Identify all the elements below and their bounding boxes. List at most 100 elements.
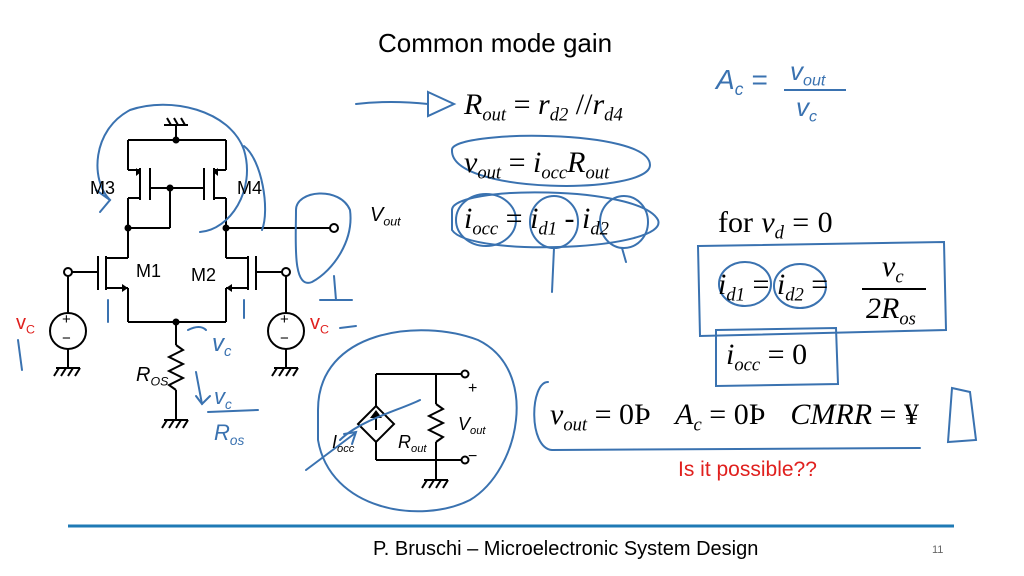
vout-lhs: v [464,146,478,179]
vout-label: Vout [370,204,401,228]
rout-r2-sub: d4 [604,104,623,126]
result-v: v [550,398,564,431]
result-a: A [675,398,694,431]
rout-r1-sub: d2 [549,104,569,126]
rout-eq: = [513,88,531,121]
left-source-minus: − [62,330,71,347]
ros-label: ROS [136,364,168,388]
vc-right-sub: C [320,322,329,337]
small-rout-sub: out [411,442,427,455]
hw-ac-sub: c [734,79,744,100]
vout-i-sub: occ [541,162,568,184]
hw-vc-v: v [212,330,224,357]
hw-ros-num: v [214,384,225,409]
iocc-zero-eq: = [767,338,785,371]
iocc-lhs-sub: occ [472,218,499,240]
result-arrow2: Þ [748,398,766,431]
small-minus: − [468,448,478,465]
iocc-zero-equation: iocc = 0 [726,338,807,377]
vout-equation: vout = ioccRout [464,146,609,185]
m2-label: M2 [191,265,217,285]
ros-r: R [136,364,151,386]
iocc-minus: - [564,202,575,235]
result-arrow1: Þ [634,398,651,431]
rout-lhs-sub: out [482,104,507,126]
handwritten-ac-bar [784,89,846,91]
id-den-sub: os [899,308,916,330]
result-eq3: = [879,398,897,431]
condition-zero: 0 [817,206,833,239]
id-b: i [776,268,786,301]
id-a-sub: d1 [726,284,745,306]
ros-sub: OS [150,374,169,389]
vc-left-v: v [16,312,26,334]
condition-eq: = [792,206,810,239]
right-source-plus: + [280,311,289,328]
vout-r: R [567,146,586,179]
vc-right-label: vC [310,312,329,336]
vout-lhs-sub: out [477,162,502,184]
iocc-eq: = [505,202,523,235]
vout-r-sub: out [585,162,610,184]
id-equation: id1 = id2 = [718,268,828,307]
small-vout-label: Vout [458,414,486,437]
condition-equation: for vd = 0 [718,206,833,245]
rout-r2: r [592,88,605,121]
result-inf: ¥ [903,398,919,431]
handwritten-ros-num: vc [214,384,232,412]
id-num-sub: c [895,266,904,288]
small-rout-r: R [398,432,411,452]
id-fraction-numerator: vc [882,250,904,289]
handwritten-ac: Ac = [716,64,768,100]
id-a: i [718,268,727,301]
iocc-b-sub: d2 [590,218,609,240]
iocc-lhs: i [464,202,473,235]
small-iocc-label: Iocc [332,432,354,455]
condition-v: v [761,206,775,239]
vout-v: V [370,204,384,226]
hw-ros-den: R [214,420,230,445]
m3-label: M3 [90,178,116,198]
id-eq1: = [752,268,770,301]
iocc-zero-val: 0 [792,338,808,371]
m1-label: M1 [136,261,162,281]
hw-vc-sub: c [224,344,232,361]
vout-sub: out [383,214,401,229]
id-b-sub: d2 [785,284,804,306]
small-rout-label: Rout [398,432,427,455]
iocc-zero-i: i [726,338,735,371]
hw-ac-num: v [790,56,803,86]
id-fraction-denominator: 2Ros [866,292,916,331]
result-cmrr: CMRR [790,398,873,431]
iocc-b: i [582,202,591,235]
right-source-minus: − [280,330,289,347]
id-num: v [882,250,896,283]
hw-ac-den-sub: c [809,107,818,126]
rout-r1: r [538,88,550,121]
hw-ros-den-sub: os [229,432,245,448]
vout-i: i [533,146,542,179]
result-eq1: = [594,398,612,431]
small-plus: + [468,380,478,397]
id-den: 2R [866,292,900,325]
rout-equation: Rout = rd2 //rd4 [464,88,623,127]
slide-title: Common mode gain [378,28,613,58]
result-zero1: 0 [619,398,635,431]
hw-ac-eq: = [751,64,768,95]
vc-right-v: v [310,312,320,334]
result-a-sub: c [693,414,702,436]
small-iocc-i: I [332,432,338,452]
hw-ros-num-sub: c [225,396,232,412]
handwritten-ac-den: vc [796,92,817,127]
hw-ac-num-sub: out [803,71,826,90]
handwritten-ros-den: Ros [214,420,244,448]
handwritten-vc-note: vc [212,330,231,360]
page-number: 11 [932,544,944,556]
iocc-a-sub: d1 [538,218,558,240]
id-fraction-bar [862,288,926,290]
m4-label: M4 [237,178,263,198]
rout-par: // [575,88,593,121]
iocc-equation: iocc = id1 - id2 [464,202,609,241]
